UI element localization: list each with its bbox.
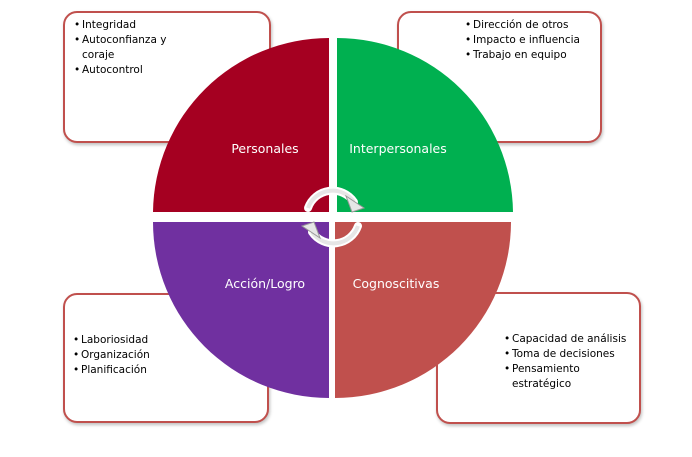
accion-list: Laboriosidad Organización Planificación [73, 333, 193, 378]
list-item: Capacidad de análisis [504, 332, 634, 347]
interpersonales-list: Dirección de otros Impacto e influencia … [465, 18, 595, 63]
list-item: Pensamiento estratégico [504, 362, 634, 392]
list-item: Autocontrol [74, 63, 174, 78]
list-item: Autoconfianza y coraje [74, 33, 174, 63]
quadrant-cognoscitivas [335, 222, 511, 398]
personales-label: Personales [231, 141, 298, 156]
cognoscitivas-list: Capacidad de análisis Toma de decisiones… [504, 332, 634, 392]
list-item: Toma de decisiones [504, 347, 634, 362]
quadrant-interpersonales [337, 38, 513, 212]
list-item: Impacto e influencia [465, 33, 595, 48]
list-item: Dirección de otros [465, 18, 595, 33]
personales-list: Integridad Autoconfianza y coraje Autoco… [74, 18, 174, 78]
list-item: Trabajo en equipo [465, 48, 595, 63]
accion-label: Acción/Logro [225, 276, 305, 291]
list-item: Planificación [73, 363, 193, 378]
list-item: Organización [73, 348, 193, 363]
quadrant-personales [153, 38, 329, 212]
list-item: Laboriosidad [73, 333, 193, 348]
quadrant-accion [153, 222, 329, 398]
circular-arrows-icon [300, 186, 366, 248]
interpersonales-label: Interpersonales [349, 141, 447, 156]
cognoscitivas-label: Cognoscitivas [353, 276, 440, 291]
list-item: Integridad [74, 18, 174, 33]
